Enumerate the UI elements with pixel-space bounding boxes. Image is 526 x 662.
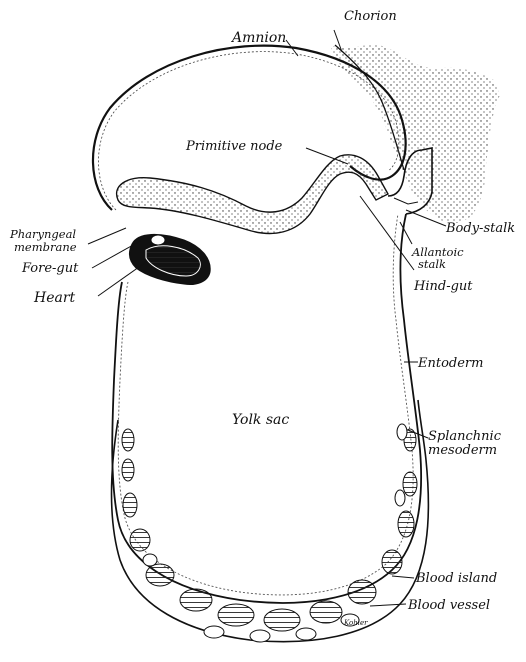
allantoic-stalk: [394, 198, 418, 204]
label-yolk-sac: Yolk sac: [232, 412, 289, 428]
label-blood-vessel: Blood vessel: [407, 598, 490, 613]
label-amnion: Amnion: [230, 30, 286, 46]
label-pharyngeal-2: membrane: [14, 240, 77, 254]
label-pharyngeal-1: Pharyngeal: [9, 227, 76, 241]
label-splanchnic-2: mesoderm: [428, 443, 497, 458]
blood-vessels: [143, 424, 407, 642]
artist-signature: Kohler: [343, 619, 368, 627]
label-allantoic-2: stalk: [418, 257, 446, 271]
label-splanchnic-1: Splanchnic: [428, 429, 502, 444]
label-heart: Heart: [33, 290, 76, 306]
blood-islands: [122, 429, 417, 631]
label-primitive-node: Primitive node: [185, 139, 283, 154]
label-fore-gut: Fore-gut: [21, 261, 79, 276]
label-hind-gut: Hind-gut: [413, 279, 473, 294]
label-body-stalk: Body-stalk: [445, 221, 515, 236]
label-blood-island: Blood island: [415, 571, 497, 586]
label-chorion: Chorion: [344, 9, 397, 24]
label-entoderm: Entoderm: [417, 356, 483, 371]
chorion-tissue: [330, 45, 500, 223]
embryonic-disc: [117, 155, 388, 234]
foregut-lumen: [151, 235, 165, 245]
